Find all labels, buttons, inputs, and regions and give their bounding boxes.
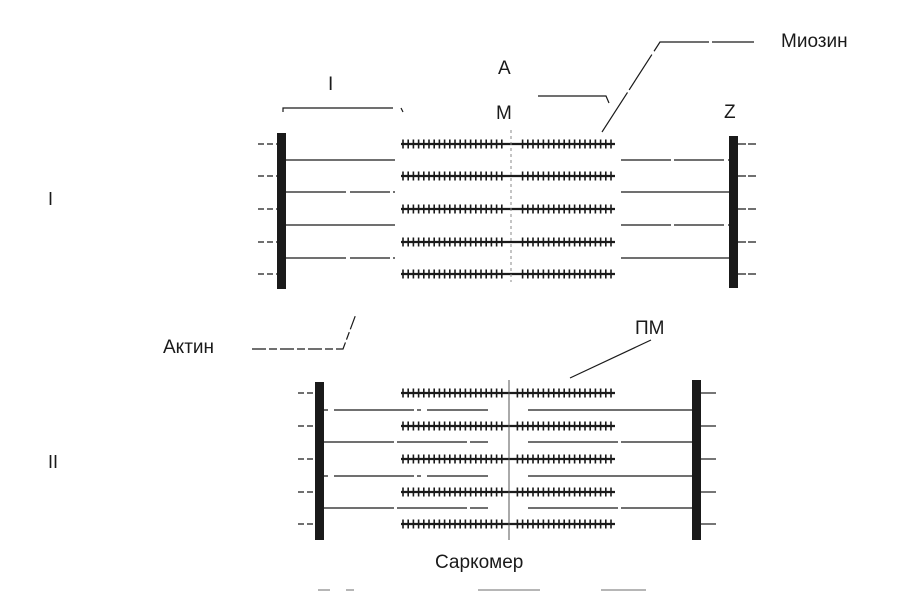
actin-filaments-relaxed — [258, 143, 757, 275]
i-band-label: I — [328, 74, 333, 95]
myosin-filament — [401, 421, 615, 431]
state-1-label: I — [48, 189, 53, 209]
myosin-filament — [401, 237, 615, 247]
z-line-label: Z — [724, 102, 736, 123]
myosin-filament — [401, 269, 615, 279]
myosin-filament — [401, 487, 615, 497]
actin-label: Актин — [163, 337, 214, 358]
panel-relaxed — [258, 130, 757, 289]
myosin-filament — [401, 171, 615, 181]
panel-contracted — [298, 380, 716, 540]
state-2-label: II — [48, 452, 58, 472]
pm-label: ПМ — [635, 318, 664, 339]
annotation-lines — [252, 41, 754, 591]
m-line-label: М — [496, 103, 512, 124]
myosin-filament — [401, 204, 615, 214]
z-line-left-contracted — [315, 382, 324, 540]
myosin-filament — [401, 519, 615, 529]
i-band-bracket — [282, 107, 404, 113]
z-line-left-relaxed — [277, 133, 286, 289]
myosin-filaments-contracted — [401, 388, 615, 529]
actin-filaments-contracted — [298, 392, 716, 525]
actin-leader — [252, 313, 357, 350]
myosin-filament — [401, 139, 615, 149]
myosin-leader — [601, 41, 754, 133]
myosin-filaments-relaxed — [401, 139, 615, 279]
myosin-filament — [401, 454, 615, 464]
myosin-label: Миозин — [781, 31, 848, 52]
a-band-bracket — [538, 95, 610, 104]
z-line-right-contracted — [692, 380, 701, 540]
myosin-filament — [401, 388, 615, 398]
a-band-label: А — [498, 58, 511, 79]
z-line-right-relaxed — [729, 136, 738, 288]
pm-leader — [569, 339, 652, 379]
sarcomere-label: Саркомер — [435, 552, 523, 573]
